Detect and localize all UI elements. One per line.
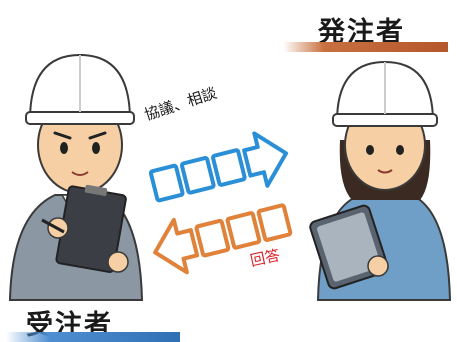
- consultation-arrow: [148, 131, 289, 203]
- answer-arrow: [153, 203, 293, 275]
- contractor-figure: [8, 53, 144, 301]
- orderer-figure: [309, 60, 452, 301]
- orderer-underline: [283, 42, 448, 52]
- contractor-underline: [6, 332, 180, 342]
